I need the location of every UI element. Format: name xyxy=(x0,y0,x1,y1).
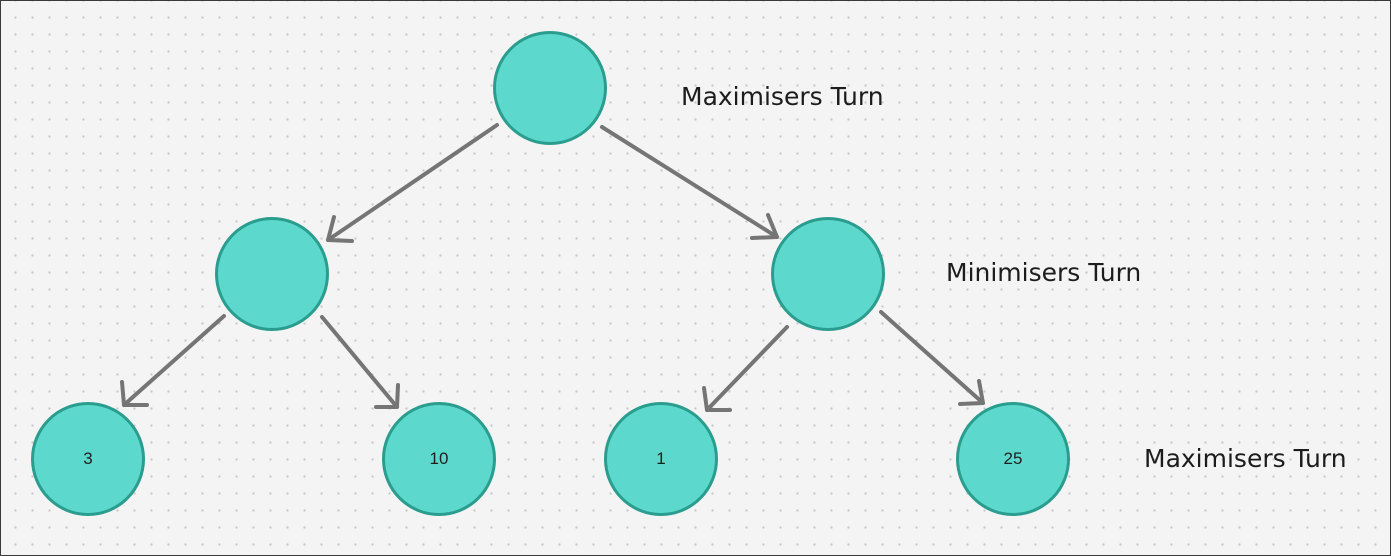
edge-root-left xyxy=(326,123,499,243)
edge-left-leaf1 xyxy=(120,314,226,407)
edge-right-leaf3 xyxy=(702,325,789,412)
leaf-value: 10 xyxy=(429,449,449,468)
edge-root-right xyxy=(600,125,779,240)
turn-label-level2: Maximisers Turn xyxy=(1144,444,1347,473)
tree-leaf-3: 1 xyxy=(604,402,718,516)
edge-left-leaf2 xyxy=(320,315,400,409)
leaf-value: 3 xyxy=(83,449,93,468)
tree-node-min-right xyxy=(771,217,885,331)
leaf-value: 25 xyxy=(1003,449,1023,468)
tree-leaf-2: 10 xyxy=(382,402,496,516)
leaf-value: 1 xyxy=(656,449,666,468)
turn-label-level1: Minimisers Turn xyxy=(946,258,1142,287)
turn-label-level0: Maximisers Turn xyxy=(681,82,884,111)
tree-node-root xyxy=(493,31,607,145)
tree-node-min-left xyxy=(215,217,329,331)
tree-leaf-4: 25 xyxy=(956,402,1070,516)
edge-right-leaf4 xyxy=(879,310,985,406)
tree-leaf-1: 3 xyxy=(31,402,145,516)
